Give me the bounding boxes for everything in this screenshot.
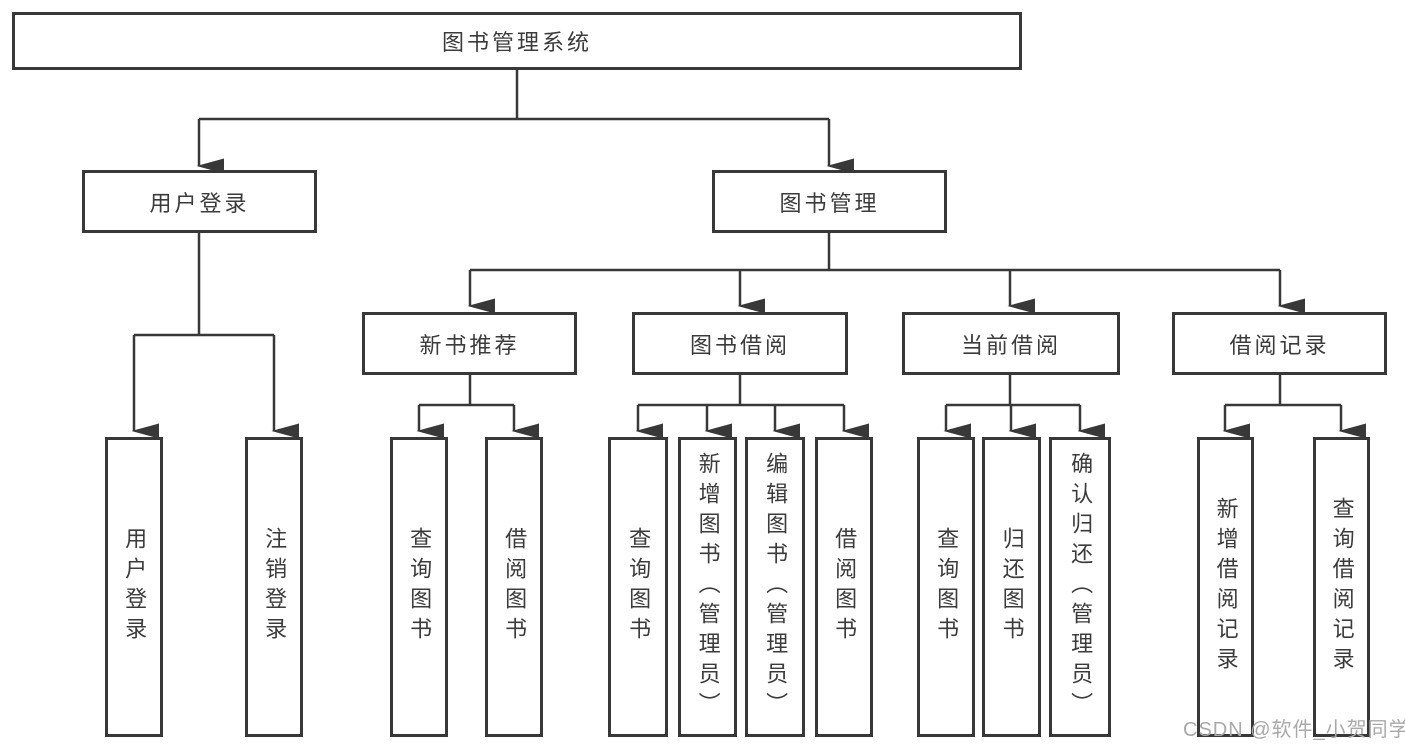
node-leaf-add-record: 新增借阅记录 xyxy=(1197,437,1254,737)
csdn-watermark: CSDN @软件_小贺同学 xyxy=(1183,719,1405,741)
node-leaf-query-books-bor-label: 查询图书 xyxy=(626,527,652,647)
node-root: 图书管理系统 xyxy=(12,12,1022,70)
connector-user-login-bar xyxy=(134,233,274,337)
connector-book-mgmt-bar xyxy=(470,233,1280,272)
node-leaf-user-login: 用户登录 xyxy=(105,437,163,737)
node-leaf-confirm-return: 确认归还（管理员） xyxy=(1049,437,1111,737)
connector-current-borrow-bar xyxy=(946,375,1080,407)
node-leaf-query-books-rec-label: 查询图书 xyxy=(407,527,433,647)
node-leaf-user-login-label: 用户登录 xyxy=(122,527,148,647)
connector-root-bar xyxy=(199,70,829,121)
node-leaf-query-books-cur-label: 查询图书 xyxy=(934,527,960,647)
node-book-mgmt-label: 图书管理 xyxy=(779,190,880,216)
node-leaf-add-record-label: 新增借阅记录 xyxy=(1213,497,1239,677)
node-leaf-logout-label: 注销登录 xyxy=(262,527,288,647)
node-leaf-query-record-label: 查询借阅记录 xyxy=(1329,497,1355,677)
node-current-borrow: 当前借阅 xyxy=(902,312,1120,375)
node-user-login: 用户登录 xyxy=(82,170,317,233)
node-user-login-label: 用户登录 xyxy=(149,190,250,216)
node-leaf-logout: 注销登录 xyxy=(245,437,303,737)
node-leaf-borrow-books-rec-label: 借阅图书 xyxy=(502,527,528,647)
node-leaf-query-books-rec: 查询图书 xyxy=(390,437,448,737)
node-leaf-add-books: 新增图书（管理员） xyxy=(678,437,737,737)
node-leaf-edit-books: 编辑图书（管理员） xyxy=(745,437,805,737)
node-book-borrow-label: 图书借阅 xyxy=(689,332,790,358)
connector-book-borrow-bar xyxy=(638,375,844,407)
node-borrow-records-label: 借阅记录 xyxy=(1229,332,1330,358)
node-leaf-return-books: 归还图书 xyxy=(982,437,1041,737)
node-leaf-return-books-label: 归还图书 xyxy=(999,527,1025,647)
node-current-borrow-label: 当前借阅 xyxy=(960,332,1061,358)
node-leaf-borrow-books-bor: 借阅图书 xyxy=(815,437,873,737)
node-leaf-query-books-cur: 查询图书 xyxy=(917,437,975,737)
node-leaf-add-books-label: 新增图书（管理员） xyxy=(695,452,721,722)
node-leaf-query-record: 查询借阅记录 xyxy=(1313,437,1370,737)
node-new-book-rec: 新书推荐 xyxy=(362,312,577,375)
node-book-borrow: 图书借阅 xyxy=(632,312,848,375)
node-leaf-edit-books-label: 编辑图书（管理员） xyxy=(763,452,789,722)
node-book-mgmt: 图书管理 xyxy=(712,170,947,233)
connector-borrow-records-bar xyxy=(1225,375,1341,407)
node-leaf-borrow-books-bor-label: 借阅图书 xyxy=(832,527,858,647)
node-new-book-rec-label: 新书推荐 xyxy=(419,332,520,358)
node-borrow-records: 借阅记录 xyxy=(1172,312,1387,375)
connector-new-book-rec-bar xyxy=(419,375,514,407)
node-leaf-borrow-books-rec: 借阅图书 xyxy=(485,437,543,737)
node-root-label: 图书管理系统 xyxy=(441,30,592,55)
node-leaf-query-books-bor: 查询图书 xyxy=(608,437,668,737)
node-leaf-confirm-return-label: 确认归还（管理员） xyxy=(1068,452,1094,722)
